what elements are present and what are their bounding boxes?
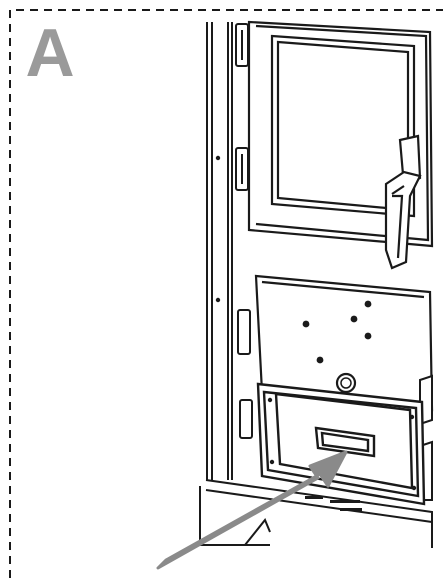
- dashed-frame: [9, 9, 443, 578]
- rivet: [215, 155, 221, 161]
- drawer-studs: [267, 397, 417, 491]
- plate-bolts: [302, 300, 372, 364]
- arrow-icon: [156, 450, 348, 570]
- rivet: [215, 297, 221, 303]
- door-handle-icon: [384, 134, 422, 270]
- chamber-plate: [254, 274, 434, 412]
- step-label: A: [25, 22, 74, 78]
- air-control-knob: [335, 372, 357, 394]
- base-marks: [305, 496, 362, 511]
- ash-drawer-icon: [256, 382, 426, 506]
- svg-text:A: A: [25, 22, 74, 78]
